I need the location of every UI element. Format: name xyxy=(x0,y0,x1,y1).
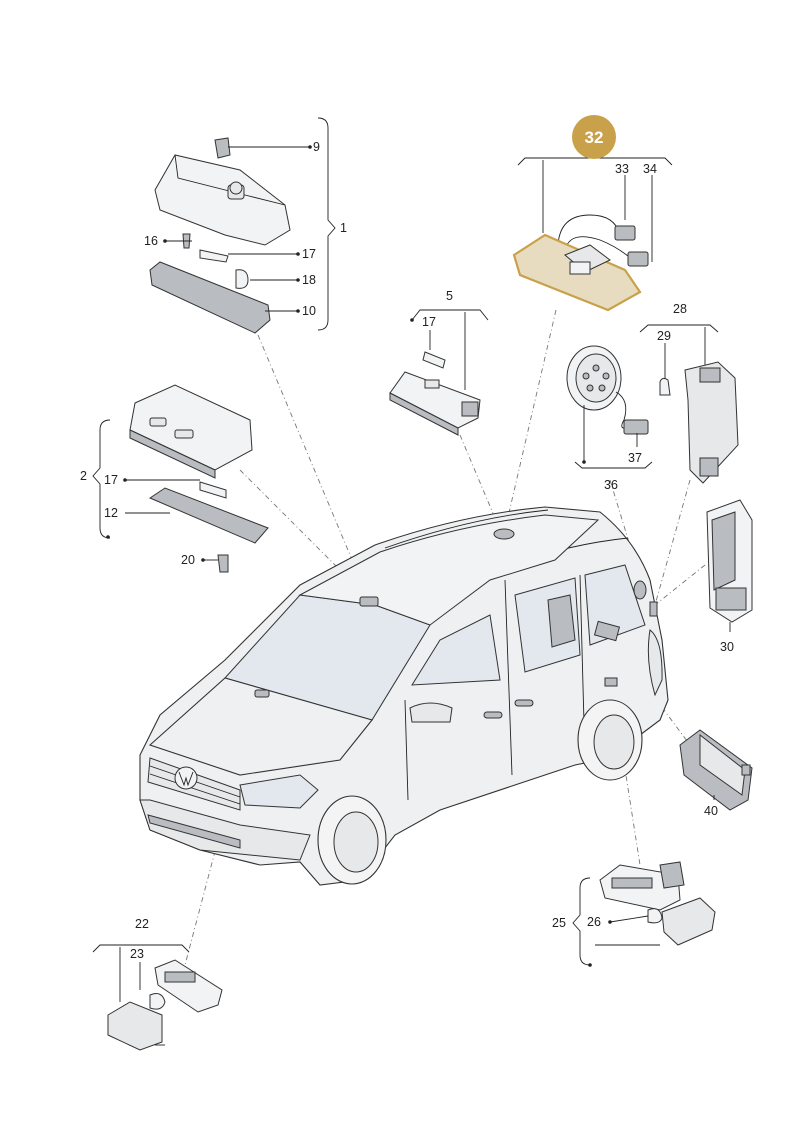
callout-5: 5 xyxy=(446,289,453,303)
group-2-interior-lamp xyxy=(92,384,269,573)
callout-30: 30 xyxy=(720,640,734,654)
callout-36: 36 xyxy=(604,478,618,492)
callout-2: 2 xyxy=(80,469,87,483)
callout-22: 22 xyxy=(135,917,149,931)
callout-33: 33 xyxy=(615,162,629,176)
callout-25: 25 xyxy=(552,916,566,930)
callout-17-group-5: 17 xyxy=(422,315,436,329)
callout-16: 16 xyxy=(144,234,158,248)
group-32-highlighted-lamp xyxy=(512,115,673,312)
callout-37: 37 xyxy=(628,451,642,465)
callout-10: 10 xyxy=(302,304,316,318)
callout-40: 40 xyxy=(704,804,718,818)
group-25-plate-lamp xyxy=(572,861,716,966)
callout-17-group-2: 17 xyxy=(104,473,118,487)
callout-20: 20 xyxy=(181,553,195,567)
callout-29: 29 xyxy=(657,329,671,343)
callout-18: 18 xyxy=(302,273,316,287)
group-40-door-lamp xyxy=(679,729,753,811)
callout-1: 1 xyxy=(340,221,347,235)
group-28-tailgate-lamp xyxy=(639,324,739,484)
callout-28: 28 xyxy=(673,302,687,316)
highlight-badge xyxy=(572,115,616,159)
group-5-reading-lamp xyxy=(389,309,489,436)
callout-23: 23 xyxy=(130,947,144,961)
group-30-side-lamp xyxy=(706,499,753,632)
group-1-interior-lamp xyxy=(149,117,336,334)
callout-12: 12 xyxy=(104,506,118,520)
callout-26: 26 xyxy=(587,915,601,929)
vehicle-illustration xyxy=(139,506,669,886)
callout-17-group-1: 17 xyxy=(302,247,316,261)
callout-34: 34 xyxy=(643,162,657,176)
group-22-plate-lamp xyxy=(92,944,223,1051)
group-36-round-lamp xyxy=(566,345,653,469)
callout-labels: 9 1 16 17 18 10 5 17 2 17 12 20 32 33 34… xyxy=(80,128,734,961)
callout-32: 32 xyxy=(585,128,604,147)
callout-9: 9 xyxy=(313,140,320,154)
leader-dots xyxy=(106,145,612,967)
